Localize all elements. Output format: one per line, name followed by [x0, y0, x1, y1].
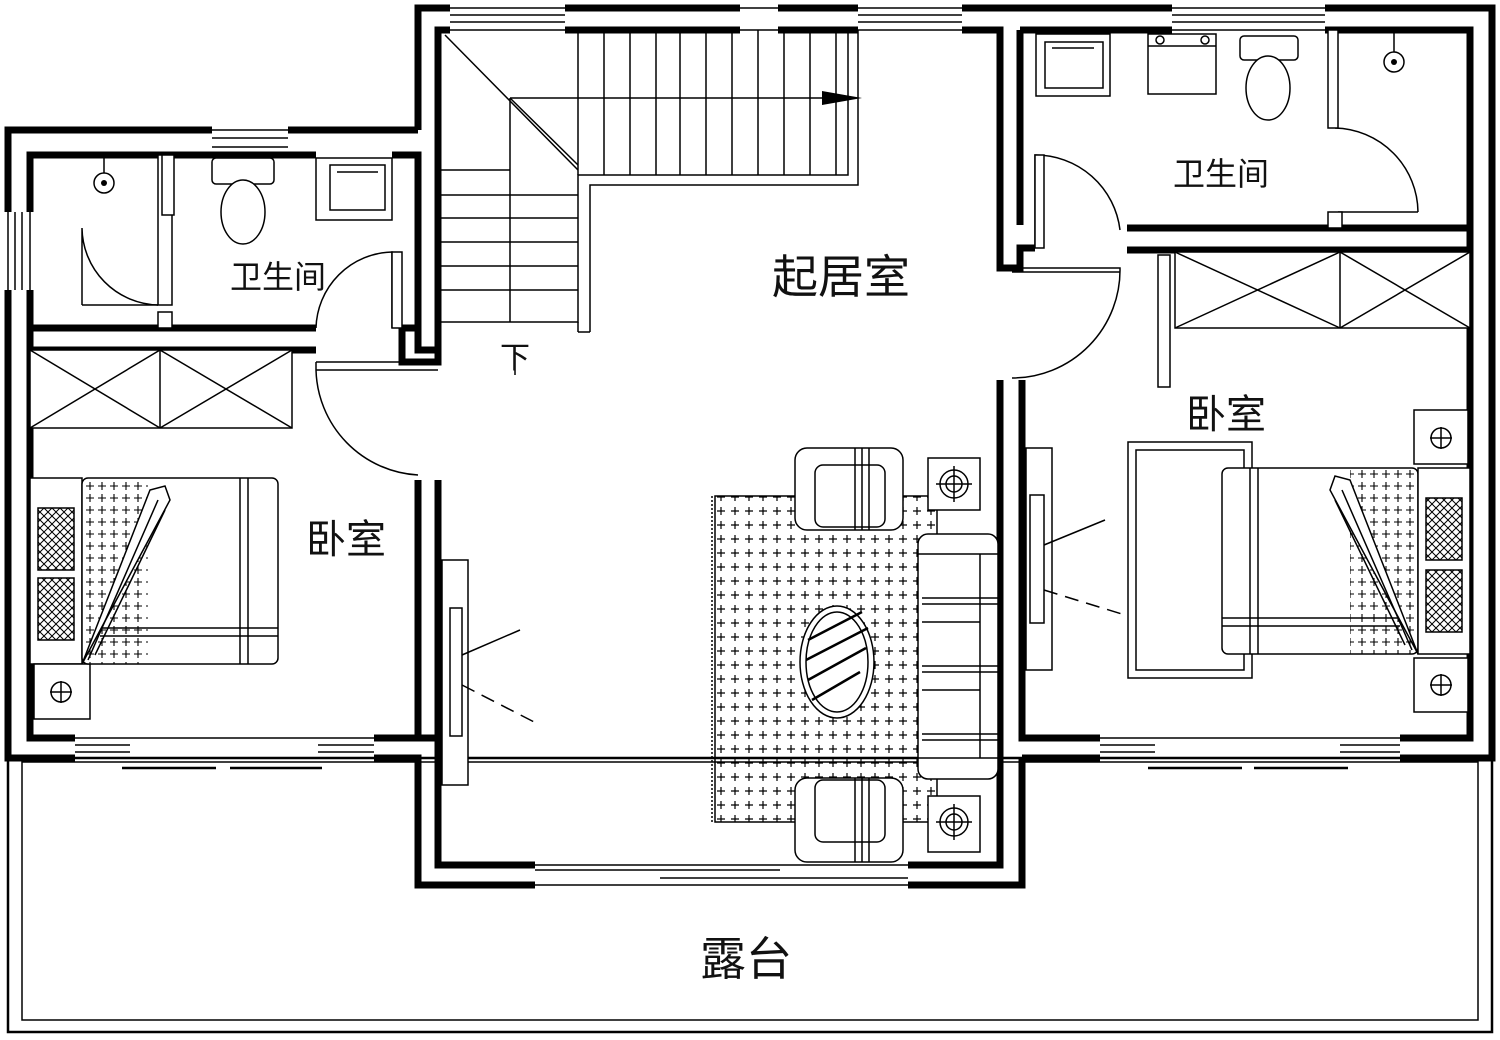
label-bedroom-right: 卧室: [1186, 392, 1266, 438]
label-terrace: 露台: [700, 932, 792, 986]
windows: [7, 7, 1400, 886]
left-bedroom-furniture: [29, 349, 293, 720]
left-bathroom-fixtures: [93, 155, 393, 245]
label-bathroom-right: 卫生间: [1173, 155, 1269, 193]
label-stair-down: 下: [500, 341, 530, 376]
label-living-room: 起居室: [772, 250, 910, 304]
staircase: [437, 30, 862, 375]
label-bathroom-left: 卫生间: [230, 258, 326, 296]
doors: [81, 29, 1419, 476]
right-bathroom-fixtures: [1035, 30, 1405, 121]
label-bedroom-left: 卧室: [306, 517, 386, 563]
right-bedroom-furniture: [1025, 251, 1471, 713]
living-room-furniture: [441, 447, 999, 863]
